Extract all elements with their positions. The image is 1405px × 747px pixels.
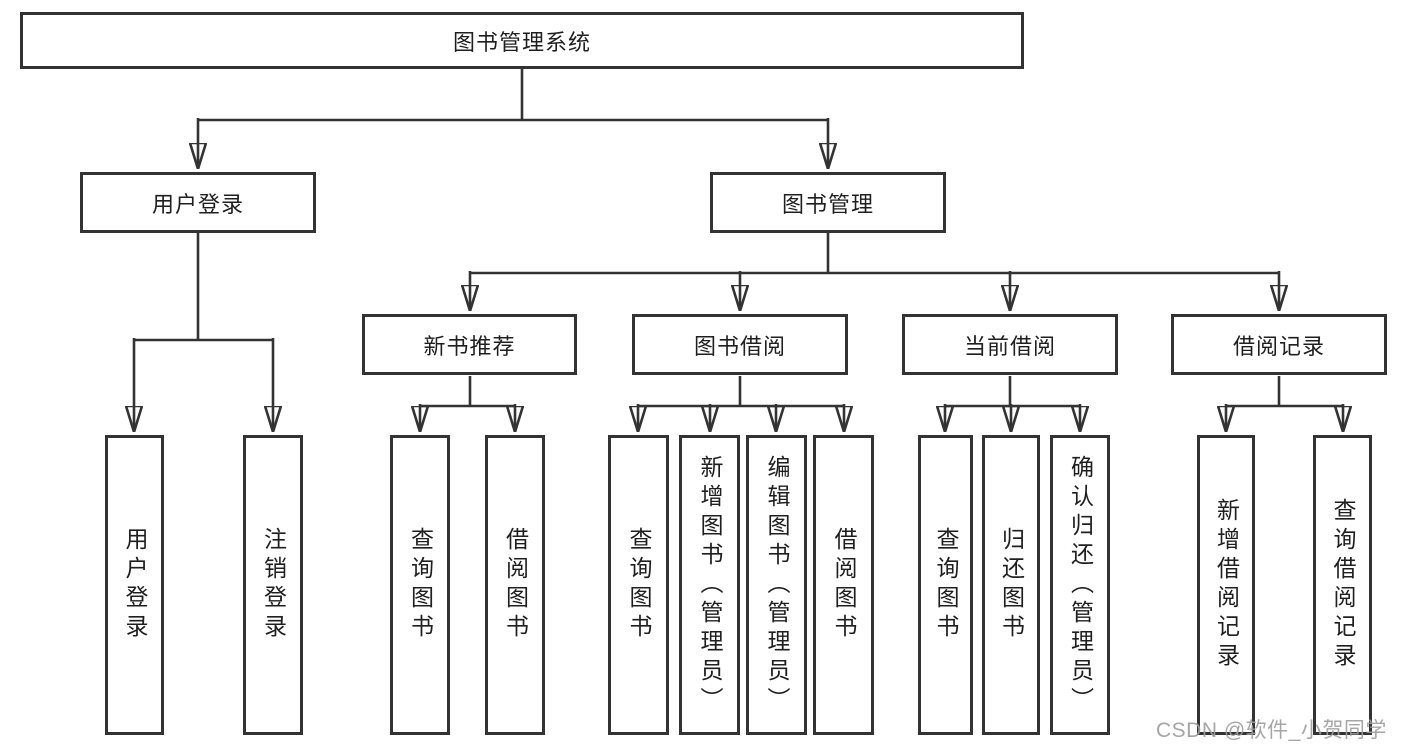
leaf-label: 编辑图书（管理员） (764, 454, 790, 716)
leaf-add-book-admin: 新增图书（管理员） (679, 435, 740, 735)
node-label: 新书推荐 (423, 333, 516, 359)
leaf-user-login: 用户登录 (105, 435, 164, 735)
leaf-add-borrow-record: 新增借阅记录 (1197, 435, 1255, 735)
leaf-label: 新增借阅记录 (1213, 498, 1240, 672)
leaf-label: 查询图书 (933, 527, 959, 643)
node-user-login: 用户登录 (80, 172, 316, 233)
node-new-book-recommendation: 新书推荐 (362, 314, 577, 375)
node-borrowing-records: 借阅记录 (1171, 314, 1387, 375)
leaf-label: 确认归还（管理员） (1067, 454, 1094, 716)
leaf-query-book-current: 查询图书 (918, 435, 973, 735)
node-library-management-system: 图书管理系统 (20, 12, 1024, 69)
node-label: 借阅记录 (1232, 333, 1325, 359)
node-book-management: 图书管理 (710, 172, 946, 233)
leaf-borrow-book-recommendation: 借阅图书 (485, 435, 545, 735)
node-label: 图书管理系统 (452, 29, 591, 55)
leaf-label: 借阅图书 (502, 527, 529, 643)
leaf-label: 查询借阅记录 (1330, 498, 1356, 672)
leaf-query-book-recommendation: 查询图书 (390, 435, 450, 735)
leaf-borrow-book-borrowing: 借阅图书 (813, 435, 874, 735)
node-book-borrowing: 图书借阅 (632, 314, 848, 375)
node-label: 图书管理 (781, 191, 874, 217)
leaf-label: 新增图书（管理员） (697, 454, 723, 716)
leaf-confirm-return-admin: 确认归还（管理员） (1050, 435, 1110, 735)
leaf-label: 用户登录 (122, 527, 148, 643)
leaf-edit-book-admin: 编辑图书（管理员） (746, 435, 807, 735)
leaf-label: 借阅图书 (831, 527, 857, 643)
node-label: 当前借阅 (963, 333, 1056, 359)
leaf-logout: 注销登录 (243, 435, 303, 735)
leaf-query-book-borrowing: 查询图书 (608, 435, 669, 735)
leaf-query-borrow-record: 查询借阅记录 (1313, 435, 1372, 735)
leaf-label: 注销登录 (260, 527, 287, 643)
leaf-label: 归还图书 (998, 527, 1025, 643)
watermark: CSDN @软件_小贺同学 (1156, 719, 1387, 742)
node-current-borrowing: 当前借阅 (902, 314, 1118, 375)
node-label: 图书借阅 (693, 333, 786, 359)
leaf-return-book: 归还图书 (982, 435, 1040, 735)
leaf-label: 查询图书 (407, 527, 434, 643)
node-label: 用户登录 (151, 191, 244, 217)
leaf-label: 查询图书 (626, 527, 652, 643)
